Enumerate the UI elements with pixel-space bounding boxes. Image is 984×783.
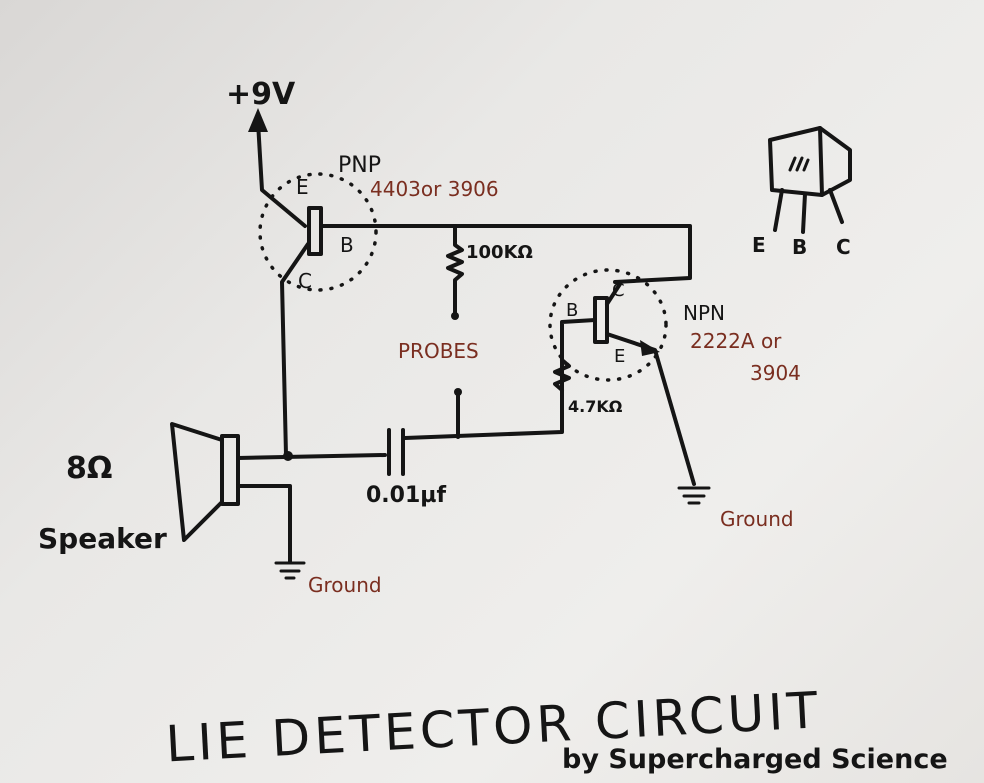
pnp-emitter-label: E — [296, 175, 309, 199]
npn-base-label: B — [566, 300, 578, 321]
probes-label: PROBES — [398, 339, 479, 363]
npn-part-label-1: 2222A or — [690, 329, 782, 353]
npn-transistor — [403, 268, 696, 486]
resistor-4k7-label: 4.7KΩ — [568, 397, 623, 416]
speaker-label: Speaker — [38, 522, 167, 555]
pnp-base-label: B — [340, 233, 354, 257]
resistor-100k-label: 100KΩ — [466, 242, 533, 263]
pnp-part-label: 4403or 3906 — [370, 177, 499, 201]
ground-symbol-speaker — [274, 561, 306, 580]
pinout-e-label: E — [752, 233, 766, 257]
pinout-b-label: B — [792, 235, 807, 259]
pnp-collector-label: C — [298, 269, 312, 293]
ground-symbol-npn — [677, 486, 711, 505]
npn-part-label-2: 3904 — [750, 361, 801, 385]
npn-emitter-label: E — [614, 346, 625, 367]
byline: by Supercharged Science — [562, 744, 948, 775]
probe-lower — [454, 388, 462, 439]
npn-type-label: NPN — [683, 301, 725, 325]
transistor-pinout-icon — [768, 126, 852, 234]
speaker-impedance-label: 8Ω — [66, 451, 112, 486]
ground-label-npn: Ground — [720, 507, 794, 531]
npn-collector-label: C — [612, 280, 625, 301]
pnp-transistor — [258, 172, 692, 457]
pnp-type-label: PNP — [338, 153, 381, 178]
capacitor-label: 0.01µf — [366, 483, 446, 508]
capacitor — [387, 428, 405, 476]
resistor-4k7 — [553, 358, 571, 392]
ground-label-speaker: Ground — [308, 573, 382, 597]
pinout-c-label: C — [836, 235, 851, 259]
supply-arrow — [248, 108, 307, 228]
resistor-100k — [446, 224, 464, 320]
speaker-symbol — [170, 422, 387, 564]
supply-label: +9V — [226, 77, 296, 112]
